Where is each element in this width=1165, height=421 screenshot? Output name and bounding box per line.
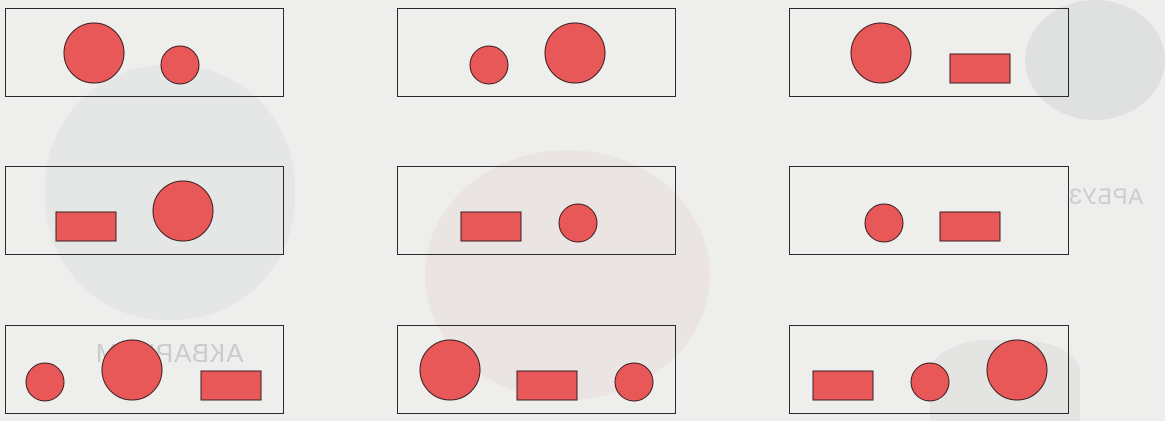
bleed-text-arbuz: АРБУЗ	[1068, 184, 1143, 210]
shape-card	[789, 325, 1069, 414]
card-shapes	[790, 167, 1070, 256]
shape-card	[789, 8, 1069, 97]
small-circle	[865, 204, 903, 242]
shape-card	[5, 325, 284, 414]
rectangle	[461, 212, 521, 241]
small-circle	[911, 363, 949, 401]
rectangle	[201, 371, 261, 400]
small-circle	[161, 46, 199, 84]
large-circle	[102, 340, 162, 400]
shape-card	[5, 166, 284, 255]
rectangle	[56, 212, 116, 241]
large-circle	[64, 23, 124, 83]
rectangle	[940, 212, 1000, 241]
large-circle	[153, 181, 213, 241]
small-circle	[559, 204, 597, 242]
large-circle	[545, 23, 605, 83]
card-shapes	[398, 9, 677, 98]
large-circle	[851, 23, 911, 83]
card-shapes	[790, 326, 1070, 415]
small-circle	[615, 363, 653, 401]
card-shapes	[6, 167, 285, 256]
shape-card	[397, 8, 676, 97]
shape-card	[397, 166, 676, 255]
small-circle	[470, 46, 508, 84]
shape-card	[397, 325, 676, 414]
large-circle	[987, 340, 1047, 400]
shape-card	[5, 8, 284, 97]
rectangle	[517, 371, 577, 400]
card-shapes	[790, 9, 1070, 98]
rectangle	[813, 371, 873, 400]
card-shapes	[398, 167, 677, 256]
large-circle	[420, 340, 480, 400]
card-shapes	[6, 9, 285, 98]
card-shapes	[6, 326, 285, 415]
card-shapes	[398, 326, 677, 415]
shape-card	[789, 166, 1069, 255]
rectangle	[950, 54, 1010, 83]
small-circle	[26, 363, 64, 401]
